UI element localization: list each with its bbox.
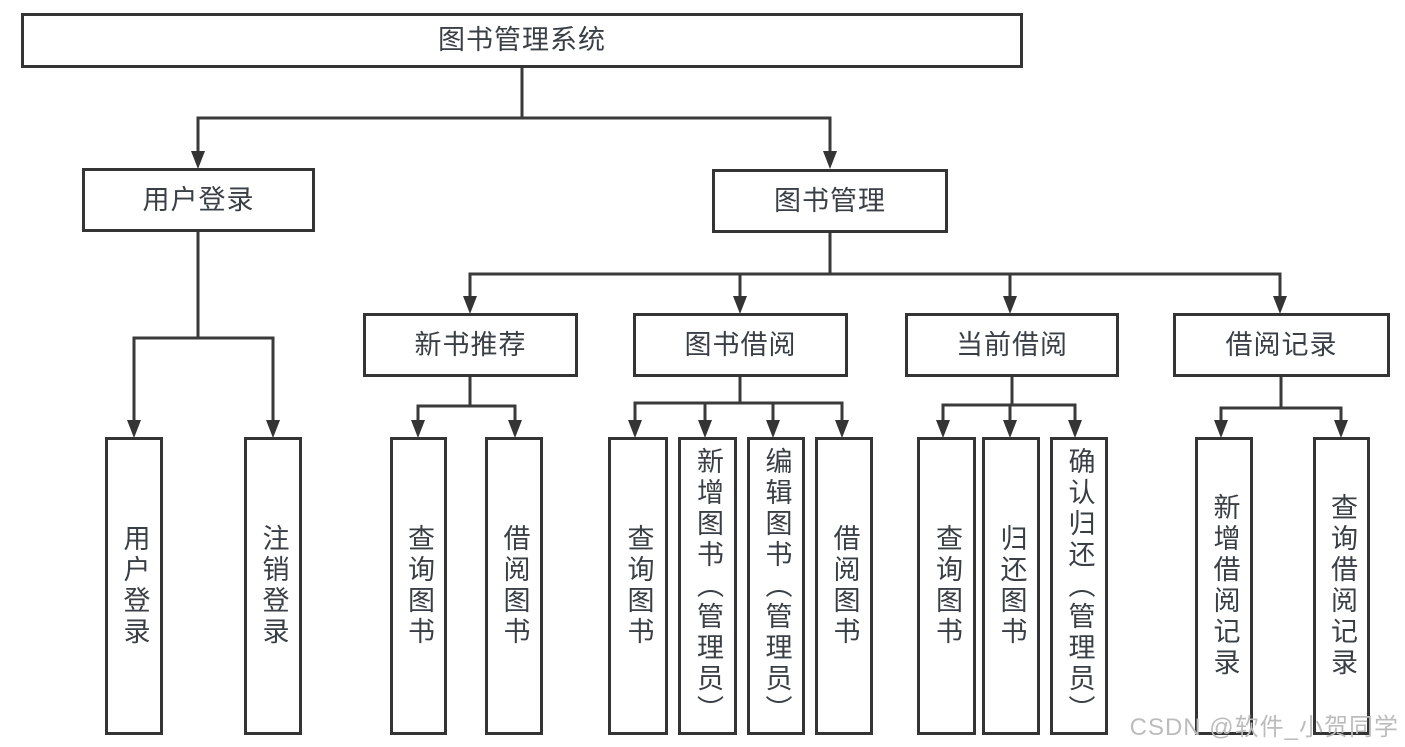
node-borrowing-records-label: 借阅记录 (1225, 329, 1338, 360)
node-library-system: 图书管理系统 (21, 13, 1023, 68)
leaf-confirm-return-admin-label: 确认归还（管理员） (1064, 446, 1095, 726)
edge-user-login-to-leaves (132, 232, 275, 421)
csdn-watermark: CSDN @软件_小贺同学 (1129, 714, 1399, 741)
node-book-borrowing: 图书借阅 (633, 313, 848, 377)
edge-new-books-to-leaves (416, 377, 517, 421)
node-new-book-recommend-label: 新书推荐 (414, 329, 527, 360)
leaf-add-books-admin: 新增图书（管理员） (678, 437, 737, 735)
leaf-borrow-books-new: 借阅图书 (485, 437, 543, 735)
leaf-query-borrow-record: 查询借阅记录 (1313, 437, 1370, 735)
edge-borrow-records-to-leaves (1219, 377, 1343, 421)
edge-root-to-level2 (196, 68, 832, 152)
edge-book-mgmt-to-level3 (468, 233, 1282, 297)
leaf-add-borrow-record: 新增借阅记录 (1195, 437, 1253, 735)
node-user-login: 用户登录 (82, 168, 315, 232)
leaf-borrow-books-new-label: 借阅图书 (499, 524, 530, 648)
edge-current-borrow-to-leaves (941, 377, 1077, 421)
node-new-book-recommend: 新书推荐 (363, 313, 578, 377)
leaf-return-books: 归还图书 (982, 437, 1040, 735)
leaf-return-books-label: 归还图书 (996, 524, 1027, 648)
node-book-management: 图书管理 (712, 169, 948, 233)
arrowheads (127, 151, 1348, 438)
leaf-query-books-current: 查询图书 (917, 437, 976, 735)
leaf-query-books-new-label: 查询图书 (404, 524, 434, 648)
node-library-system-label: 图书管理系统 (438, 25, 606, 55)
leaf-logout-label: 注销登录 (258, 524, 289, 648)
leaf-query-borrow-record-label: 查询借阅记录 (1327, 493, 1357, 679)
leaf-query-books-current-label: 查询图书 (932, 524, 962, 648)
edge-book-borrow-to-leaves (633, 377, 844, 421)
leaf-borrow-books: 借阅图书 (815, 437, 873, 735)
node-current-borrowing-label: 当前借阅 (956, 329, 1068, 360)
leaf-edit-books-admin-label: 编辑图书（管理员） (761, 446, 792, 726)
leaf-borrow-books-label: 借阅图书 (829, 524, 860, 648)
node-borrowing-records: 借阅记录 (1173, 313, 1390, 377)
leaf-add-books-admin-label: 新增图书（管理员） (693, 446, 723, 726)
leaf-query-books-new: 查询图书 (390, 437, 447, 735)
leaf-logout: 注销登录 (244, 437, 302, 735)
node-user-login-label: 用户登录 (142, 184, 255, 215)
leaf-confirm-return-admin: 确认归还（管理员） (1050, 437, 1108, 735)
node-book-borrowing-label: 图书借阅 (684, 329, 797, 360)
leaf-user-login-label: 用户登录 (119, 524, 150, 648)
leaf-query-books-label: 查询图书 (623, 524, 654, 648)
node-current-borrowing: 当前借阅 (905, 313, 1119, 377)
leaf-add-borrow-record-label: 新增借阅记录 (1209, 493, 1240, 679)
leaf-edit-books-admin: 编辑图书（管理员） (747, 437, 805, 735)
leaf-user-login: 用户登录 (105, 437, 163, 735)
leaf-query-books: 查询图书 (608, 437, 668, 735)
node-book-management-label: 图书管理 (774, 185, 886, 216)
